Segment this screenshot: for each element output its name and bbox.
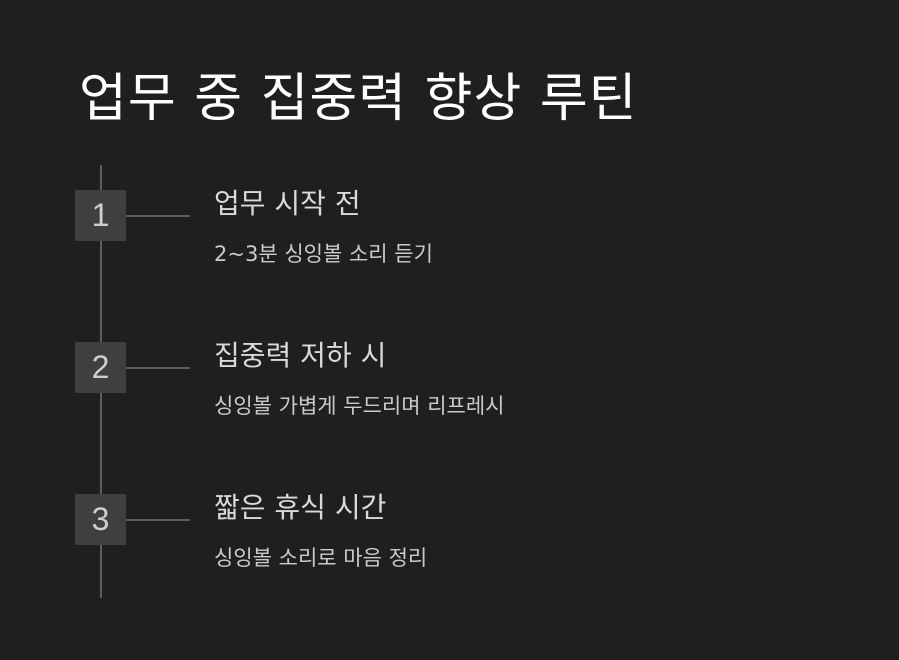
step-title: 집중력 저하 시 [214, 339, 387, 372]
timeline-step-1: 1 업무 시작 전 2~3분 싱잉볼 소리 듣기 [0, 187, 899, 310]
step-description: 싱잉볼 가볍게 두드리며 리프레시 [214, 394, 505, 418]
step-number-badge: 3 [75, 494, 126, 545]
step-description: 2~3분 싱잉볼 소리 듣기 [214, 242, 433, 266]
step-title: 업무 시작 전 [214, 187, 361, 220]
step-connector-line [126, 367, 190, 369]
timeline-step-3: 3 짧은 휴식 시간 싱잉볼 소리로 마음 정리 [0, 491, 899, 614]
step-connector-line [126, 519, 190, 521]
step-connector-line [126, 215, 190, 217]
timeline-step-2: 2 집중력 저하 시 싱잉볼 가볍게 두드리며 리프레시 [0, 339, 899, 462]
step-title: 짧은 휴식 시간 [214, 491, 387, 524]
step-number-badge: 2 [75, 342, 126, 393]
step-description: 싱잉볼 소리로 마음 정리 [214, 546, 428, 570]
page-title: 업무 중 집중력 향상 루틴 [79, 69, 638, 129]
step-number-badge: 1 [75, 190, 126, 241]
